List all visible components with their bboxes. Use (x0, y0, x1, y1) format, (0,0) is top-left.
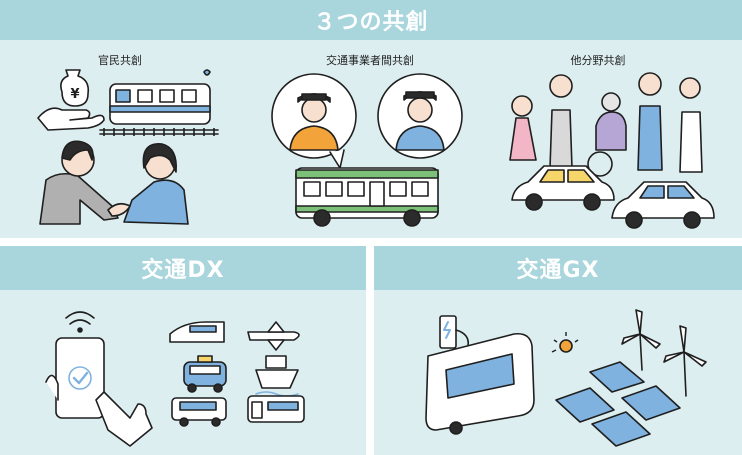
taxi-car-icon (511, 165, 615, 211)
public-private-illustration: ¥ (37, 69, 219, 225)
handshake-people-icon (39, 140, 189, 225)
dx-title-bar: 交通DX (0, 246, 366, 290)
group-label-public-private: 官民共創 (98, 54, 142, 67)
gx-title-bar: 交通GX (374, 246, 742, 290)
solar-panels-icon (555, 361, 681, 447)
train-icon (99, 83, 219, 135)
money-bag-icon (37, 69, 105, 131)
airplane-icon (247, 321, 300, 351)
people-group-icon (509, 72, 703, 177)
top-title: ３つの共創 (313, 10, 429, 35)
electric-bus-icon (425, 332, 535, 435)
tram-icon (247, 395, 305, 423)
bus-blue-icon (171, 397, 227, 427)
transport-operators-illustration (271, 73, 463, 227)
pointing-hand-icon (95, 391, 153, 447)
wifi-icon (65, 311, 95, 333)
bus-conductor-icon (289, 93, 339, 151)
yen-symbol: ¥ (70, 87, 79, 102)
drop-icon (203, 69, 211, 76)
taxi-icon (183, 355, 227, 393)
sun-icon (559, 339, 573, 353)
group-label-cross-sector: 他分野共創 (570, 54, 626, 67)
car-icon (611, 181, 715, 229)
station-staff-icon (395, 91, 445, 151)
wind-turbine-icon (621, 309, 707, 397)
cross-sector-illustration (509, 72, 715, 229)
bullet-train-icon (169, 321, 225, 343)
group-label-transport-operators: 交通事業者間共創 (326, 54, 414, 67)
top-title-bar: ３つの共創 (0, 0, 742, 40)
smartphone-icon (45, 337, 105, 419)
bus-icon (295, 167, 439, 227)
dx-title: 交通DX (141, 258, 225, 283)
charging-station-icon (439, 315, 470, 349)
sun-rays-icon (551, 332, 579, 353)
gx-title: 交通GX (516, 258, 600, 283)
